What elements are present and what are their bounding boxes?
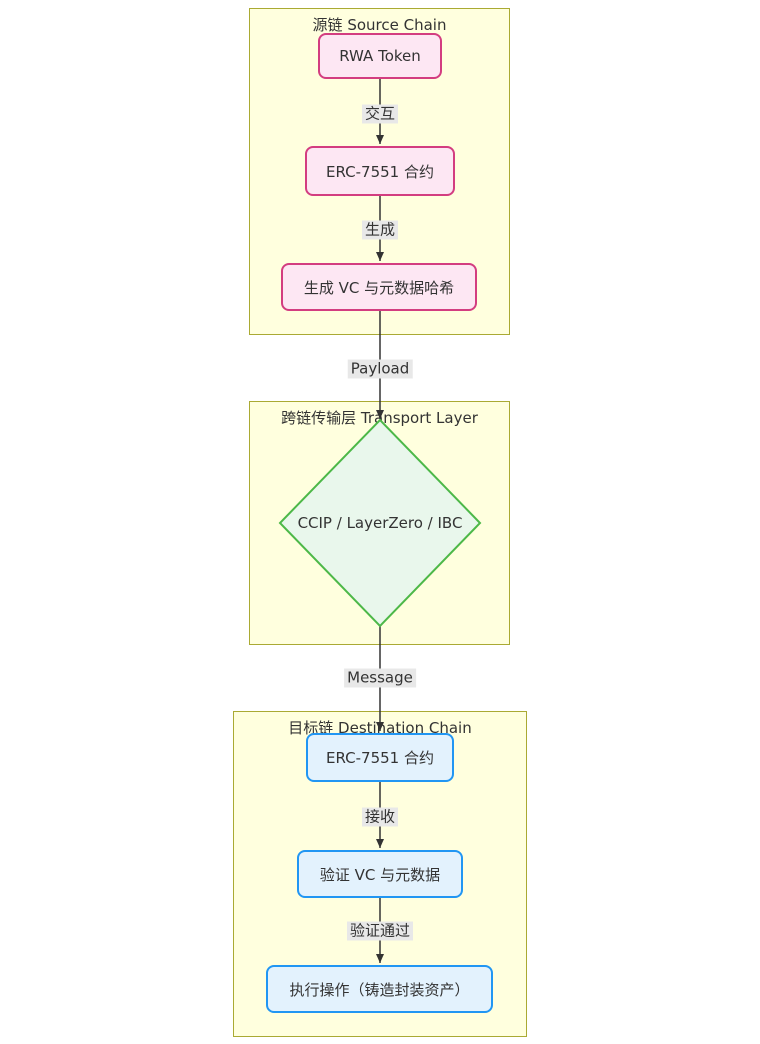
edge-label-message: Message <box>344 668 416 688</box>
node-execute-action-label: 执行操作（铸造封装资产） <box>289 980 470 999</box>
node-rwa-token-label: RWA Token <box>339 47 421 65</box>
node-transport-bridge-label: CCIP / LayerZero / IBC <box>297 514 463 532</box>
node-erc7551-source: ERC-7551 合约 <box>305 146 455 196</box>
node-erc7551-destination: ERC-7551 合约 <box>306 733 454 782</box>
node-vc-hash: 生成 VC 与元数据哈希 <box>281 263 477 311</box>
cluster-transport-layer-title: 跨链传输层 Transport Layer <box>281 409 478 427</box>
edge-label-receive: 接收 <box>361 807 399 827</box>
node-rwa-token: RWA Token <box>318 33 442 79</box>
node-vc-hash-label: 生成 VC 与元数据哈希 <box>303 278 455 297</box>
edge-label-verified: 验证通过 <box>346 921 414 941</box>
edge-label-payload: Payload <box>347 359 413 379</box>
node-verify-vc-label: 验证 VC 与元数据 <box>319 865 441 884</box>
node-verify-vc: 验证 VC 与元数据 <box>297 850 463 898</box>
node-erc7551-source-label: ERC-7551 合约 <box>326 162 434 181</box>
node-erc7551-destination-label: ERC-7551 合约 <box>326 749 434 767</box>
edge-label-generate: 生成 <box>361 220 399 240</box>
node-execute-action: 执行操作（铸造封装资产） <box>266 965 493 1013</box>
edge-label-interact: 交互 <box>361 104 399 124</box>
cluster-source-chain-title: 源链 Source Chain <box>312 16 447 34</box>
